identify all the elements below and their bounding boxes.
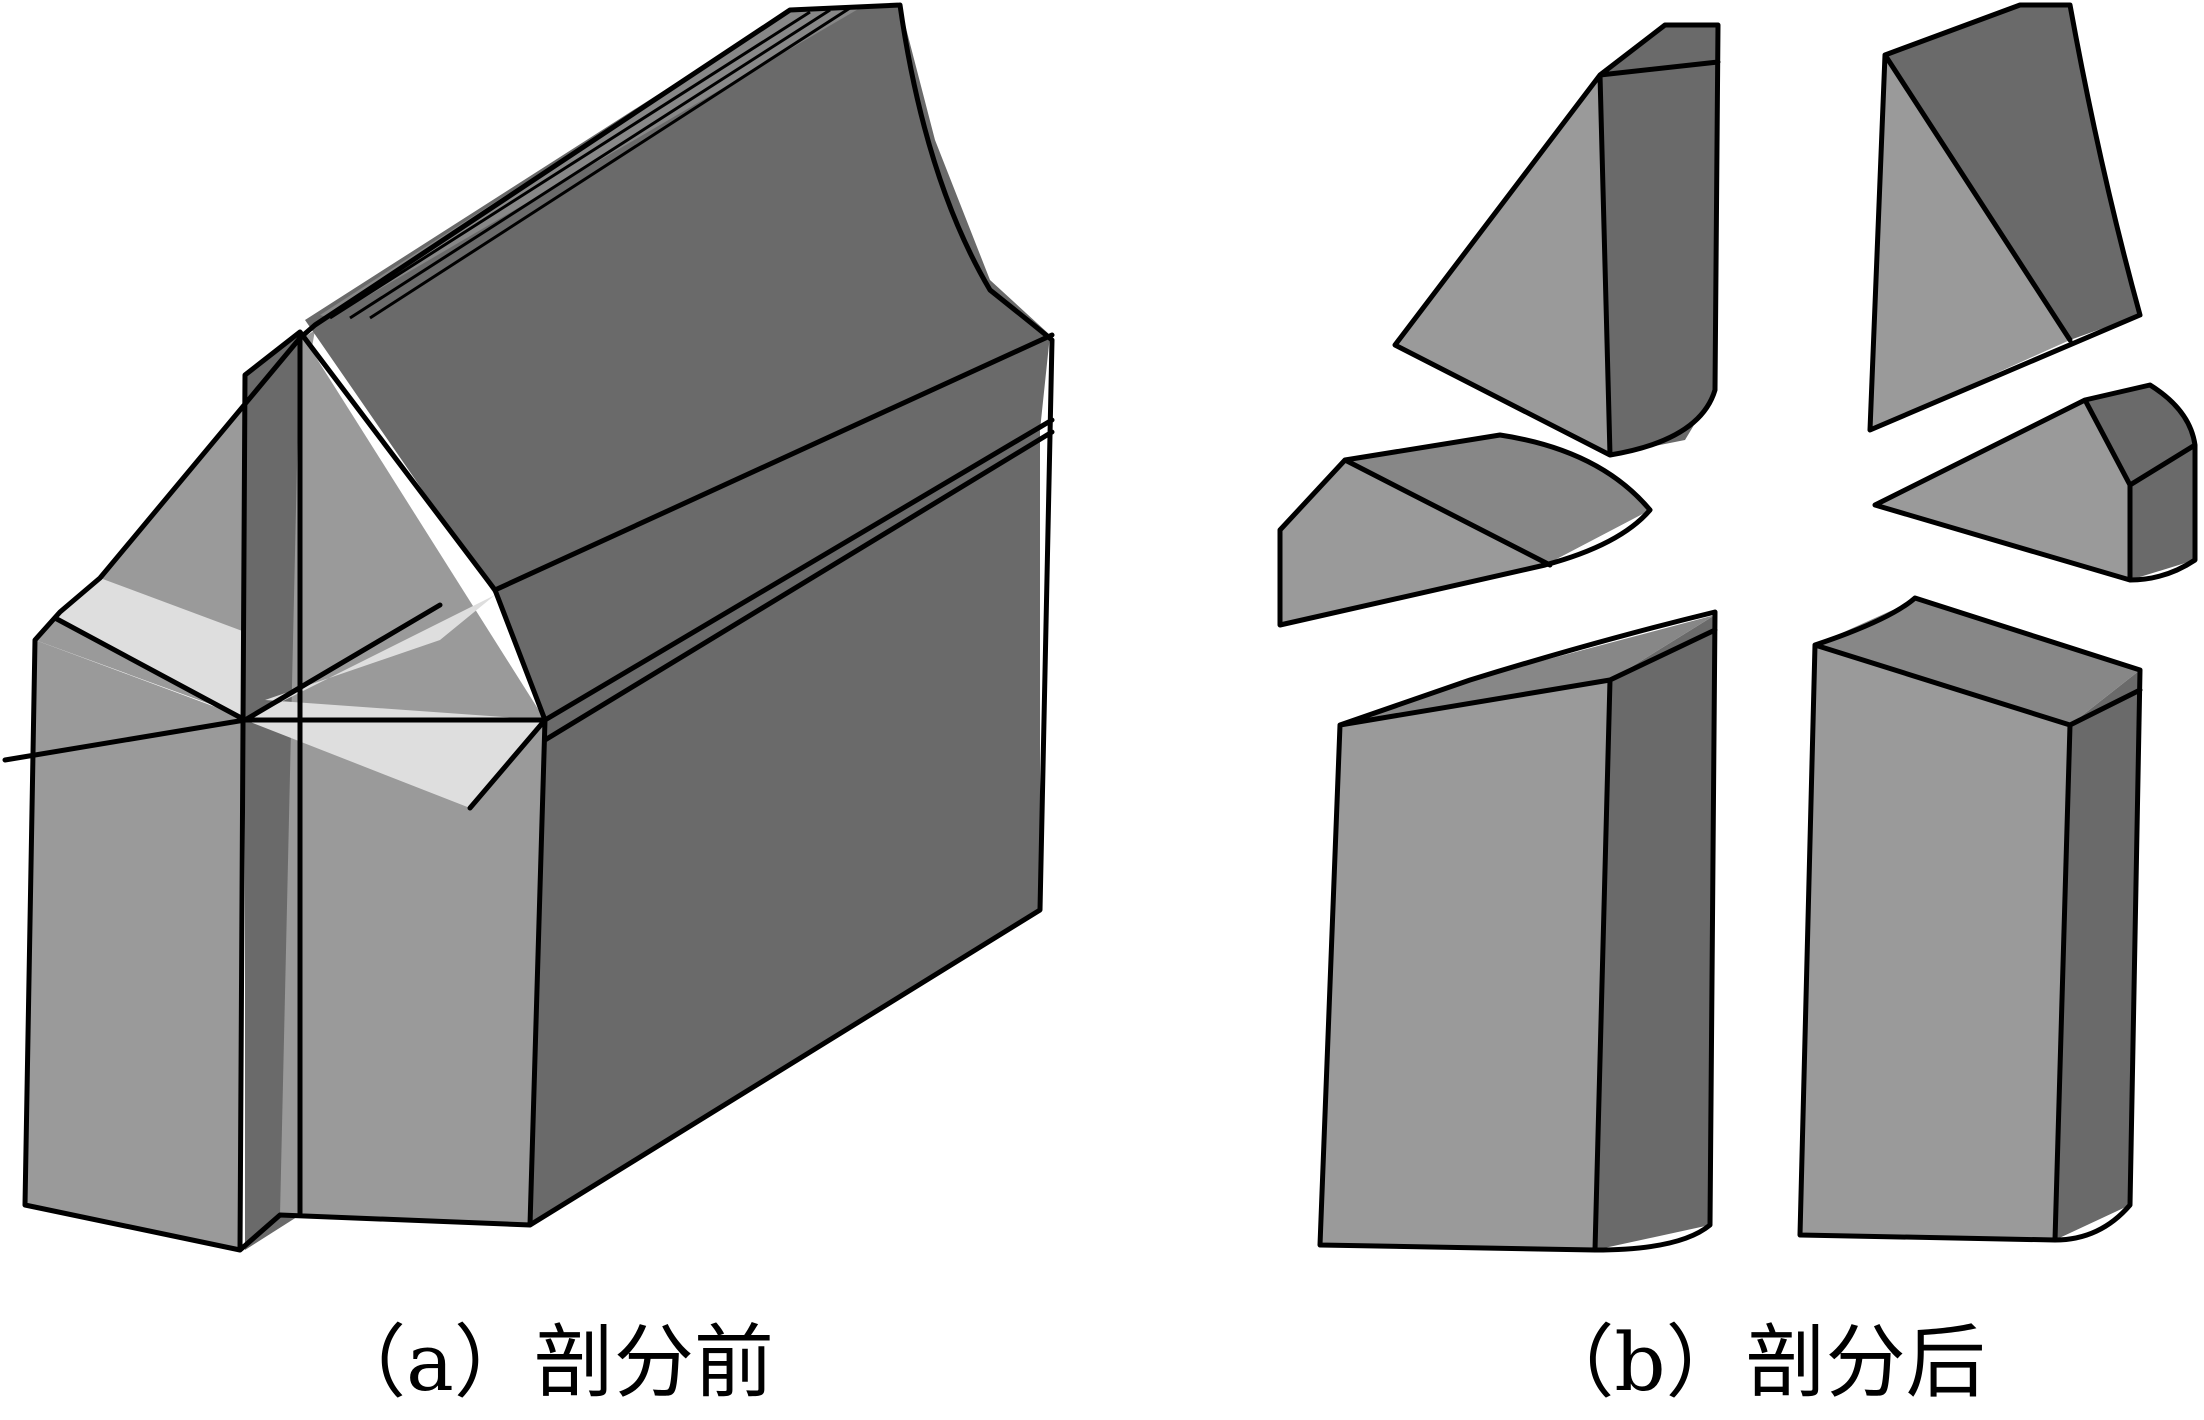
piece-mid-left-wedge-edges [1277, 432, 1653, 628]
piece-bottom-right-block-side [2055, 670, 2140, 1240]
piece-bottom-right-block-top [1815, 600, 2140, 725]
caption-after: （b）剖分后 [1534, 1316, 1986, 1409]
piece-bottom-right-block-edges [1797, 595, 2143, 1243]
solid-right-face [530, 430, 1040, 1225]
piece-bottom-left-block-side [1595, 615, 1715, 1250]
piece-top-left-wedge-edges [1392, 22, 1721, 458]
piece-top-left-wedge-side [1600, 25, 1718, 455]
piece-bottom-left-block-front [1320, 680, 1610, 1250]
panel-a-solid [2, 2, 1055, 1253]
solid-left-face [25, 640, 245, 1250]
piece-bottom-right-block-front [1800, 645, 2070, 1240]
horizontal-cut-plane-left [55, 578, 245, 720]
piece-mid-right-side [2085, 385, 2195, 580]
piece-top-right-wedge [1870, 55, 2070, 430]
piece-mid-right-wedge-edges [1872, 382, 2198, 583]
roof-stripes [329, 6, 851, 320]
piece-mid-left-wedge [1280, 460, 1650, 625]
piece-top-right-wedge-edges [1867, 2, 2143, 433]
piece-top-right-wedge-side [1885, 5, 2140, 340]
caption-before: （a）剖分前 [326, 1316, 774, 1409]
piece-mid-left-top [1345, 435, 1650, 565]
piece-mid-right-wedge [1875, 400, 2130, 580]
solid-roof-face [305, 5, 1050, 720]
outline-edges [2, 2, 1055, 1253]
piece-bottom-left-block-edges [1317, 609, 1718, 1253]
horizontal-cut-plane [5, 595, 545, 808]
panel-b-pieces [1277, 2, 2198, 1253]
piece-top-left-wedge [1395, 75, 1610, 455]
piece-bottom-left-block-top [1340, 615, 1715, 725]
